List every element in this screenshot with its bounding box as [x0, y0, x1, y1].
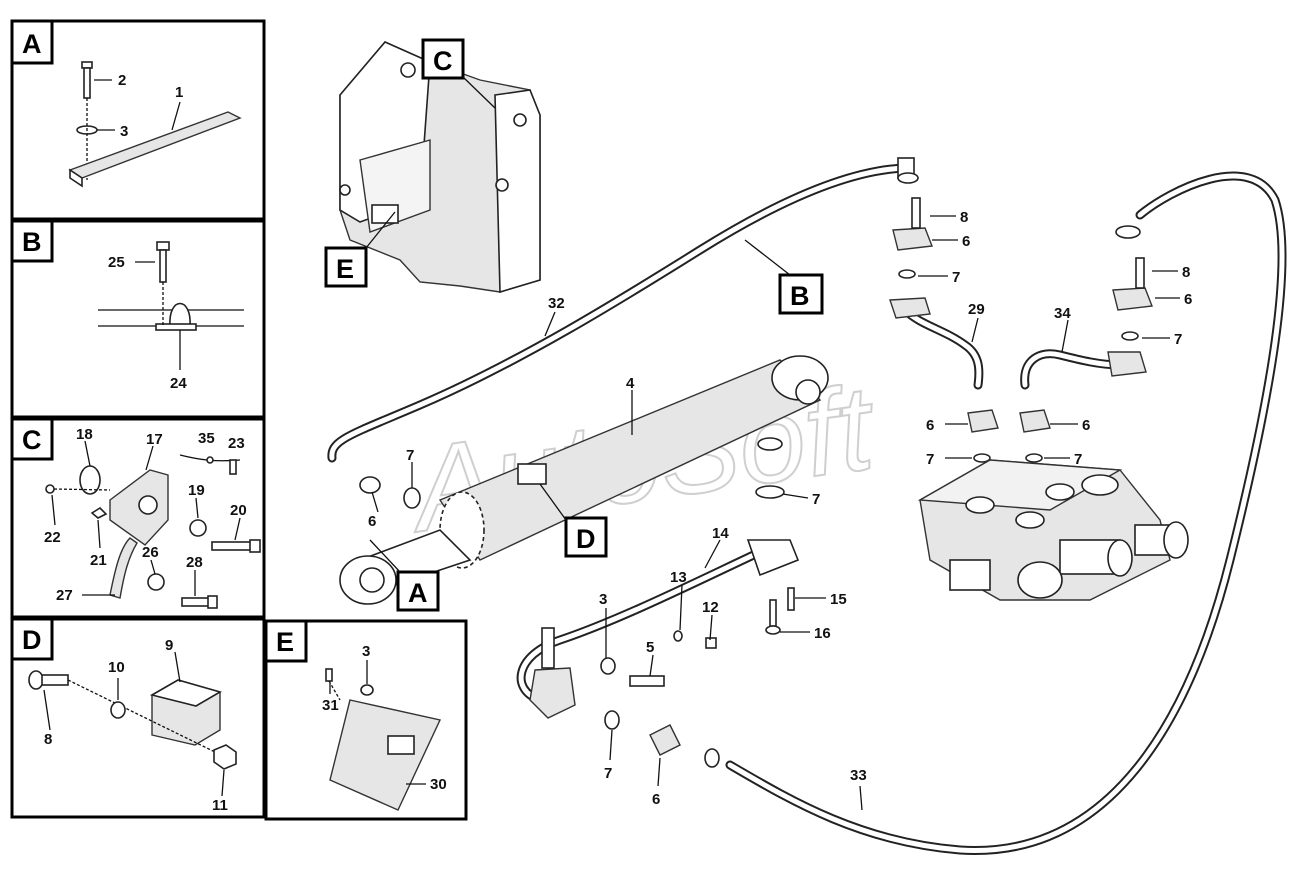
panel-e-label-31: 31 — [322, 697, 339, 714]
panel-b: B 25 24 — [10, 219, 266, 419]
panel-b-letter: B — [22, 227, 42, 257]
label-8-upper-left: 8 — [960, 209, 968, 226]
frame-callout-e: E — [336, 254, 354, 284]
panel-c-label-18: 18 — [76, 426, 93, 443]
label-6-pipe: 6 — [652, 791, 660, 808]
lift-cylinder: D A — [339, 355, 829, 612]
label-6-upper-left: 6 — [962, 233, 970, 250]
panel-c-label-21: 21 — [90, 552, 107, 569]
label-34: 34 — [1054, 305, 1071, 322]
panel-c-label-22: 22 — [44, 529, 61, 546]
upper-flanges — [892, 197, 1180, 341]
panel-c-label-17: 17 — [146, 431, 163, 448]
label-14: 14 — [712, 525, 729, 542]
panel-a-label-1: 1 — [175, 84, 183, 101]
cyl-callout-a: A — [408, 578, 428, 608]
panel-c-label-23: 23 — [228, 435, 245, 452]
label-13: 13 — [670, 569, 687, 586]
panel-d-label-9: 9 — [165, 637, 173, 654]
panel-b-label-24: 24 — [170, 375, 187, 392]
label-4: 4 — [626, 375, 635, 392]
panel-c-label-20: 20 — [230, 502, 247, 519]
part-labels: 32 4 7 6 7 14 13 12 3 5 15 16 7 6 33 8 6… — [368, 209, 1192, 808]
panel-c-label-28: 28 — [186, 554, 203, 571]
panel-d-label-10: 10 — [108, 659, 125, 676]
panel-a: A 2 3 1 — [10, 19, 266, 221]
label-6-lower-right: 6 — [1082, 417, 1090, 434]
label-7-cyl: 7 — [406, 447, 414, 464]
pipe-34 — [1020, 319, 1147, 390]
label-6-upper-right: 6 — [1184, 291, 1192, 308]
label-7-lower-left: 7 — [926, 451, 934, 468]
label-15: 15 — [830, 591, 847, 608]
label-7-upper-right: 7 — [1174, 331, 1182, 348]
hose-b-callout: B — [778, 273, 824, 315]
panel-b-label-25: 25 — [108, 254, 125, 271]
label-3-pipe: 3 — [599, 591, 607, 608]
lower-flanges — [945, 409, 1078, 463]
label-12: 12 — [702, 599, 719, 616]
label-7-upper-left: 7 — [952, 269, 960, 286]
panel-c: C 18 17 35 23 19 — [10, 417, 266, 619]
label-33: 33 — [850, 767, 867, 784]
panel-d-letter: D — [22, 625, 42, 655]
panel-a-label-3: 3 — [120, 123, 128, 140]
loader-frame: C E — [324, 38, 541, 294]
panel-c-label-26: 26 — [142, 544, 159, 561]
hose-33 — [704, 171, 1287, 855]
cyl-callout-d: D — [576, 524, 596, 554]
panel-e-letter: E — [276, 627, 294, 657]
pipe-29 — [889, 297, 984, 390]
panel-d-label-11: 11 — [212, 797, 228, 814]
label-7-port: 7 — [812, 491, 820, 508]
control-valve — [917, 459, 1189, 601]
hose-32 — [327, 157, 919, 463]
panel-e-label-30: 30 — [430, 776, 447, 793]
frame-callout-c: C — [433, 46, 453, 76]
panel-c-letter: C — [22, 425, 42, 455]
panel-d-label-8: 8 — [44, 731, 52, 748]
panel-d: D 10 9 8 11 — [10, 617, 266, 819]
label-7-lower-right: 7 — [1074, 451, 1082, 468]
label-32: 32 — [548, 295, 565, 312]
label-5: 5 — [646, 639, 654, 656]
panel-c-label-35: 35 — [198, 430, 215, 447]
panel-e-label-3: 3 — [362, 643, 370, 660]
label-7-pipe: 7 — [604, 765, 612, 782]
panel-a-label-2: 2 — [118, 72, 126, 89]
pipe-14 — [516, 539, 826, 787]
panel-c-label-19: 19 — [188, 482, 205, 499]
hose-callout-b: B — [790, 281, 810, 311]
label-29: 29 — [968, 301, 985, 318]
label-6-lower-left: 6 — [926, 417, 934, 434]
panel-c-label-27: 27 — [56, 587, 73, 604]
panel-e: E 3 31 30 — [264, 619, 468, 821]
label-8-upper-right: 8 — [1182, 264, 1190, 281]
label-16: 16 — [814, 625, 831, 642]
panel-a-letter: A — [22, 29, 42, 59]
label-6-cyl: 6 — [368, 513, 376, 530]
